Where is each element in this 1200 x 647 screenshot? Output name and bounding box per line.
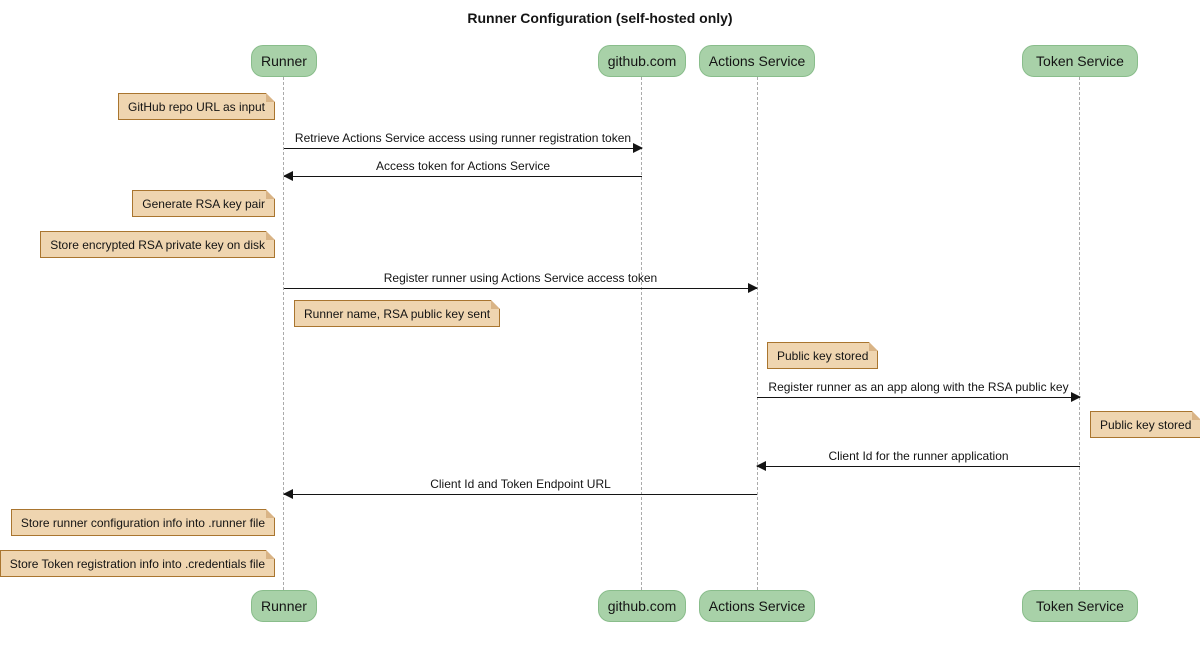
- message-label: Access token for Actions Service: [375, 159, 551, 173]
- message-line: [757, 392, 1081, 402]
- note-store-runner-file: Store runner configuration info into .ru…: [10, 509, 276, 536]
- message-label: Client Id for the runner application: [828, 449, 1009, 463]
- participant-token-service-top: Token Service: [1022, 45, 1138, 77]
- participant-runner-bottom: Runner: [251, 590, 317, 622]
- arrowhead-left-icon: [756, 461, 766, 471]
- participant-actions-service-bottom: Actions Service: [699, 590, 815, 622]
- message-client-id-returned: Client Id for the runner application: [756, 449, 1080, 471]
- note-store-credentials-file: Store Token registration info into .cred…: [0, 550, 276, 577]
- message-retrieve-actions-access: Retrieve Actions Service access using ru…: [284, 131, 643, 153]
- lifeline-runner: [283, 77, 284, 590]
- message-line: [756, 461, 1080, 471]
- note-runner-name-public-key: Runner name, RSA public key sent: [294, 300, 501, 327]
- participant-runner-top: Runner: [251, 45, 317, 77]
- arrowhead-left-icon: [283, 171, 293, 181]
- note-public-key-stored-token: Public key stored: [1090, 411, 1200, 438]
- lifeline-actions-service: [757, 77, 758, 590]
- message-line: [284, 283, 758, 293]
- message-label: Client Id and Token Endpoint URL: [430, 477, 611, 491]
- message-label: Register runner using Actions Service ac…: [383, 271, 658, 285]
- note-github-repo-url: GitHub repo URL as input: [118, 93, 275, 120]
- message-access-token-returned: Access token for Actions Service: [283, 159, 642, 181]
- arrowhead-right-icon: [748, 283, 758, 293]
- participant-github-bottom: github.com: [598, 590, 686, 622]
- message-line: [283, 489, 757, 499]
- message-label: Retrieve Actions Service access using ru…: [294, 131, 632, 145]
- arrowhead-right-icon: [1071, 392, 1081, 402]
- message-label: Register runner as an app along with the…: [768, 380, 1069, 394]
- participant-actions-service-top: Actions Service: [699, 45, 815, 77]
- arrowhead-left-icon: [283, 489, 293, 499]
- lifeline-token-service: [1079, 77, 1080, 590]
- arrowhead-right-icon: [633, 143, 643, 153]
- lifeline-github: [641, 77, 642, 590]
- note-generate-rsa-key: Generate RSA key pair: [132, 190, 275, 217]
- note-public-key-stored-actions: Public key stored: [767, 342, 879, 369]
- message-line: [284, 143, 643, 153]
- note-store-private-key: Store encrypted RSA private key on disk: [40, 231, 275, 258]
- message-register-runner: Register runner using Actions Service ac…: [284, 271, 758, 293]
- message-client-id-endpoint: Client Id and Token Endpoint URL: [283, 477, 757, 499]
- participant-token-service-bottom: Token Service: [1022, 590, 1138, 622]
- message-register-runner-app: Register runner as an app along with the…: [757, 380, 1081, 402]
- message-line: [283, 171, 642, 181]
- diagram-title: Runner Configuration (self-hosted only): [467, 10, 733, 26]
- participant-github-top: github.com: [598, 45, 686, 77]
